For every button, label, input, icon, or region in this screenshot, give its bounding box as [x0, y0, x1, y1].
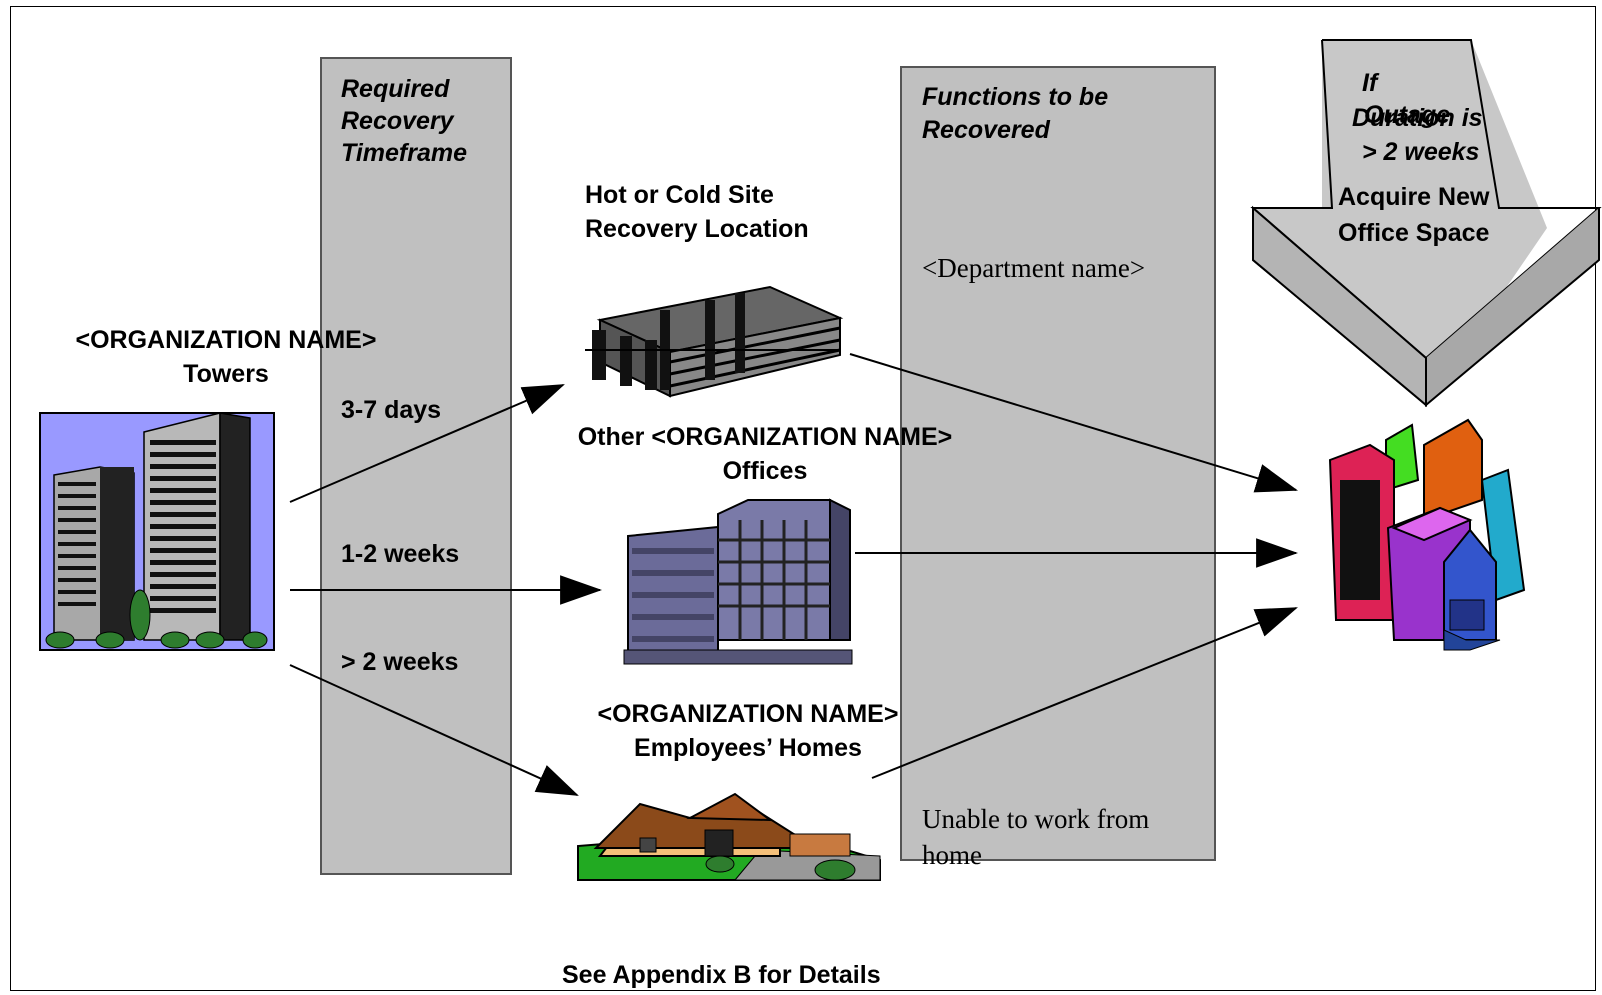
timeframe-heading-line1: Required: [341, 75, 450, 103]
towers-building-image: [39, 412, 275, 651]
functions-note-line1: Unable to work from: [922, 804, 1150, 834]
arrow-text-duration: Duration is: [1352, 104, 1483, 132]
other-offices-building-image: [623, 498, 853, 665]
acquire-space-arrow: [1250, 39, 1602, 408]
towers-label-line1: <ORGANIZATION NAME>: [75, 326, 377, 354]
timeframe-row-3-7-days: 3-7 days: [341, 396, 442, 424]
arrow-hotsite-to-newspace: [849, 353, 1299, 493]
functions-note-line2: home: [922, 840, 982, 870]
arrow-text-if: If: [1362, 69, 1378, 97]
arrow-towers-to-hotsite: [289, 384, 565, 503]
arrow-towers-to-homes: [289, 664, 579, 796]
timeframe-heading-line2: Recovery: [341, 107, 454, 135]
hot-site-label-line1: Hot or Cold Site: [585, 181, 774, 209]
offices-label-line1: Other <ORGANIZATION NAME>: [577, 423, 953, 451]
arrow-text-over-2-weeks: > 2 weeks: [1362, 138, 1480, 166]
new-office-space-image: [1328, 418, 1526, 651]
timeframe-row-over-2-weeks: > 2 weeks: [341, 648, 459, 676]
arrow-text-acquire-new: Acquire New: [1338, 183, 1490, 211]
homes-label-line1: <ORGANIZATION NAME>: [597, 700, 899, 728]
timeframe-row-1-2-weeks: 1-2 weeks: [341, 540, 460, 568]
hot-site-label-line2: Recovery Location: [585, 215, 809, 243]
diagram-frame: [10, 6, 1596, 991]
timeframe-heading-line3: Timeframe: [341, 139, 467, 167]
timeframe-column: [320, 57, 512, 875]
functions-heading-line2: Recovered: [922, 116, 1050, 144]
arrow-text-outage: Outage: [1364, 101, 1451, 129]
towers-label-line2: Towers: [183, 360, 269, 388]
functions-column: [900, 66, 1216, 861]
employee-home-image: [577, 792, 881, 881]
arrow-homes-to-newspace: [871, 607, 1298, 779]
homes-label-line2: Employees’ Homes: [634, 734, 862, 762]
offices-label-line2: Offices: [722, 457, 808, 485]
department-name: <Department name>: [922, 253, 1146, 283]
functions-heading-line1: Functions to be: [922, 83, 1109, 111]
appendix-note: See Appendix B for Details: [562, 961, 881, 989]
arrow-text-office-space: Office Space: [1338, 219, 1490, 247]
hot-site-building-image: [585, 285, 844, 398]
